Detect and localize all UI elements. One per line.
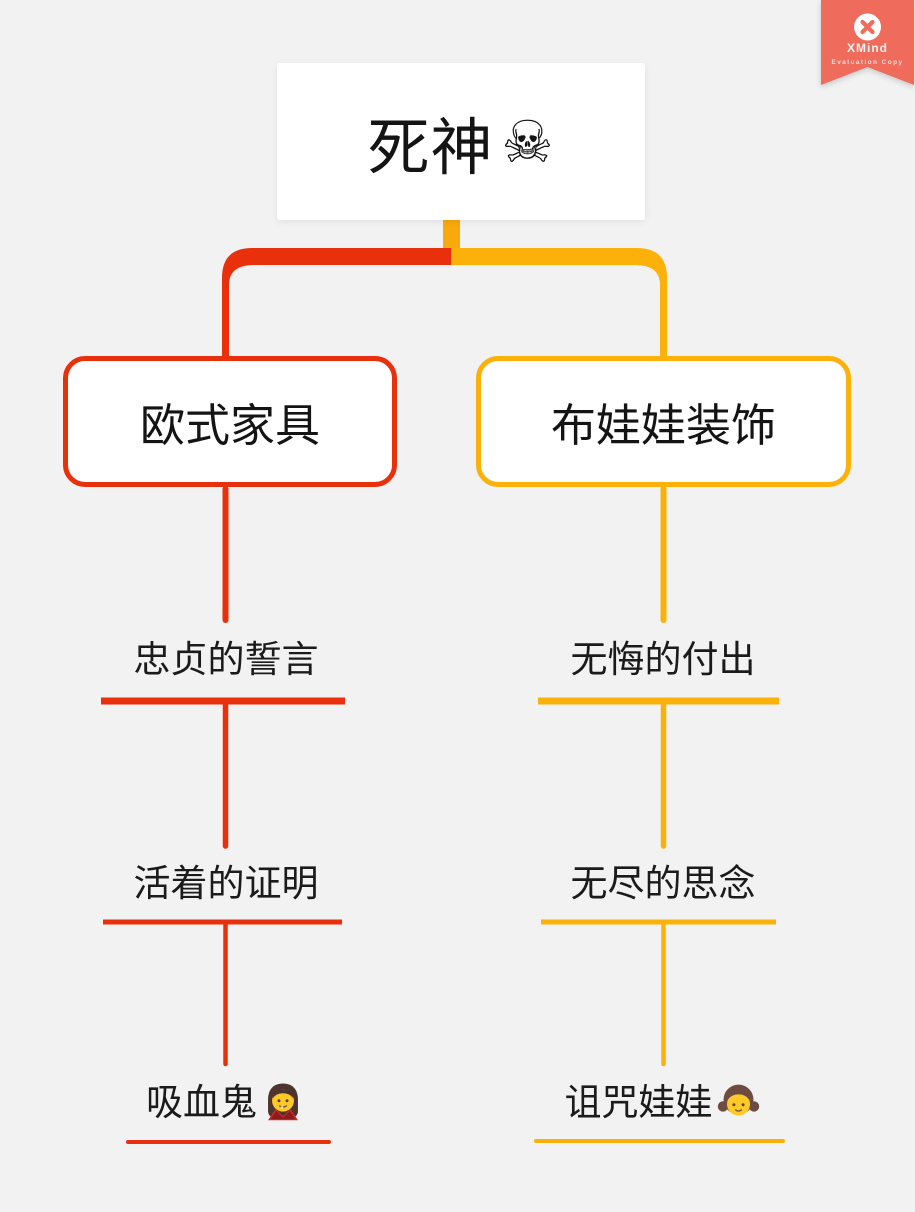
subtopic-left-2[interactable]: 活着的证明 xyxy=(134,861,319,907)
subtopic-right-3[interactable]: 诅咒娃娃 xyxy=(565,1080,762,1126)
subtopic-left-3[interactable]: 吸血鬼 xyxy=(146,1080,306,1126)
xmind-watermark-ribbon: XMind Evaluation Copy xyxy=(821,0,914,85)
woman-vampire-emoji xyxy=(268,1083,298,1121)
xmind-logo-x-icon xyxy=(860,19,875,35)
branch-topic-left[interactable]: 欧式家具 xyxy=(63,356,397,487)
ribbon-shape xyxy=(821,0,914,85)
subtopic-left-3-label: 吸血鬼 xyxy=(146,1082,257,1123)
branch-left-trunk xyxy=(222,248,451,362)
watermark-subtitle: Evaluation Copy xyxy=(832,59,904,66)
watermark-brand: XMind xyxy=(847,41,888,55)
subtopic-right-1-label: 无悔的付出 xyxy=(570,639,756,680)
subtopic-right-2-label: 无尽的思念 xyxy=(570,863,756,904)
skull-crossbones-emoji: ☠ xyxy=(501,107,555,176)
girl-emoji xyxy=(717,1084,760,1116)
subtopic-left-2-label: 活着的证明 xyxy=(133,863,319,904)
subtopic-right-2[interactable]: 无尽的思念 xyxy=(571,861,756,907)
branch-topic-right[interactable]: 布娃娃装饰 xyxy=(476,356,851,487)
branch-topic-right-label: 布娃娃装饰 xyxy=(550,400,776,451)
subtopic-left-1-label: 忠贞的誓言 xyxy=(133,639,319,680)
branch-right-trunk xyxy=(451,248,667,362)
root-topic-label: 死神 xyxy=(367,113,494,183)
subtopic-left-1[interactable]: 忠贞的誓言 xyxy=(134,637,319,683)
subtopic-right-1[interactable]: 无悔的付出 xyxy=(571,637,756,683)
root-topic[interactable]: 死神 ☠ xyxy=(277,63,645,220)
branch-topic-left-label: 欧式家具 xyxy=(139,400,320,451)
subtopic-right-3-label: 诅咒娃娃 xyxy=(564,1082,713,1123)
